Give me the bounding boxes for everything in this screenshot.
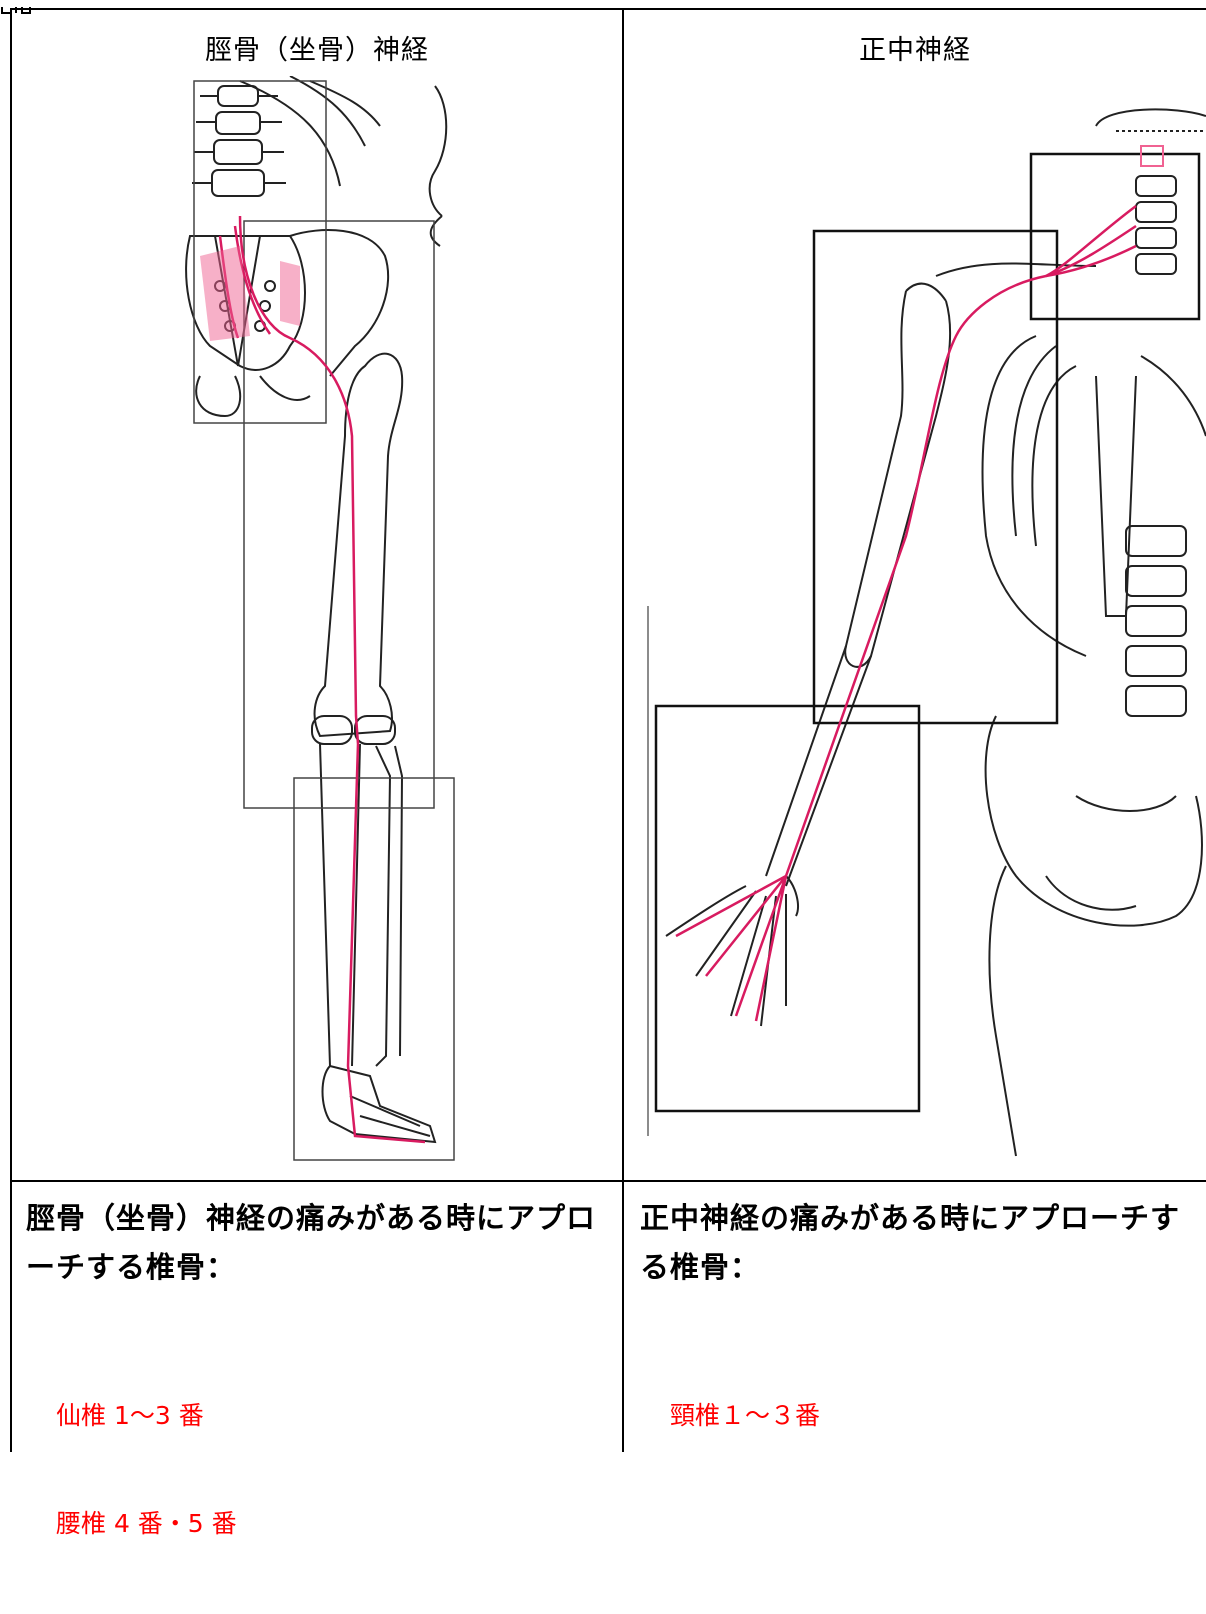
left-answer-line-1: 仙椎 1〜3 番: [56, 1398, 237, 1434]
left-answer: 仙椎 1〜3 番 腰椎 4 番・5 番: [56, 1326, 237, 1614]
page-corner-fragment: [0, 0, 40, 8]
right-question: 正中神経の痛みがある時にアプローチする椎骨：: [640, 1194, 1200, 1292]
table-center-divider: [622, 8, 624, 1452]
table-top-border: [10, 8, 1206, 10]
right-answer: 頸椎１〜３番: [670, 1326, 820, 1506]
table-row-divider: [10, 1180, 1206, 1182]
sciatic-nerve-illustration: [180, 76, 480, 1176]
left-question: 脛骨（坐骨）神経の痛みがある時にアプローチする椎骨：: [26, 1194, 616, 1292]
right-answer-line-1: 頸椎１〜３番: [670, 1398, 820, 1434]
right-column-title: 正中神経: [624, 28, 1206, 67]
left-answer-line-2: 腰椎 4 番・5 番: [56, 1506, 237, 1542]
median-nerve-illustration: [636, 76, 1206, 1176]
table-left-border: [10, 8, 12, 1452]
left-column-title: 脛骨（坐骨）神経: [12, 28, 622, 67]
comparison-table: 脛骨（坐骨）神経 正中神経: [10, 8, 1206, 1452]
